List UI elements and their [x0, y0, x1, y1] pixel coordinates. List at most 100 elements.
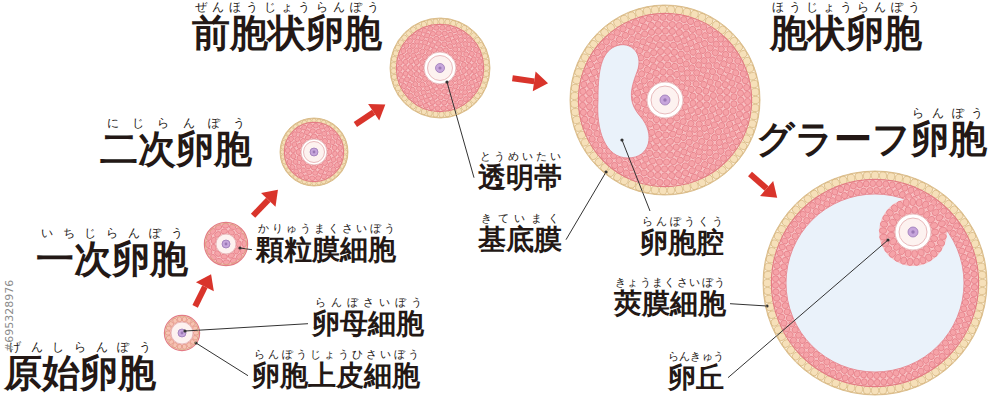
granulosa-cell — [772, 289, 779, 295]
granulosa-cell — [707, 112, 715, 120]
follicle-node: らんぽうグラーフ卵胞 — [763, 171, 987, 395]
granulosa-cell — [286, 141, 292, 147]
granulosa-cell — [688, 167, 696, 175]
granulosa-cell — [779, 283, 786, 289]
granulosa-cell — [429, 99, 435, 105]
zona-pellucida — [895, 214, 931, 250]
granulosa-cell — [436, 90, 442, 95]
granulosa-cell — [442, 31, 448, 36]
granulosa-cell — [318, 124, 324, 130]
granulosa-cell — [744, 91, 751, 98]
granulosa-cell — [731, 94, 737, 101]
granulosa-cell — [436, 100, 441, 105]
arrow-shaft — [355, 112, 373, 124]
granulosa-layer — [579, 14, 751, 186]
stage-name: 前胞状卵胞 — [192, 14, 382, 54]
cumulus-cell — [881, 239, 890, 247]
arrow-shaft — [195, 287, 205, 307]
granulosa-cell — [655, 28, 662, 35]
granulosa-cell — [743, 84, 750, 91]
granulosa-cell — [586, 89, 593, 96]
granulosa-cell — [303, 174, 309, 180]
granulosa-cell — [463, 51, 470, 58]
granulosa-cell — [880, 372, 886, 379]
granulosa-cell — [860, 371, 867, 378]
granulosa-cell — [881, 379, 887, 386]
stage-name: 二次卵胞 — [100, 130, 252, 170]
granulosa-cell — [653, 15, 660, 22]
granulosa-cell — [856, 181, 863, 188]
granulosa-cell — [433, 25, 439, 30]
granulosa-cell — [642, 177, 650, 184]
oocyte-nucleus — [436, 64, 445, 73]
granulosa-cell — [667, 138, 674, 145]
granulosa-cell — [675, 171, 682, 178]
granulosa-cell — [963, 293, 970, 300]
stage-heading: にじらんぽう二次卵胞 — [100, 116, 252, 170]
granulosa-cell — [404, 53, 410, 60]
antrum — [786, 194, 964, 372]
granulosa-cell — [675, 164, 682, 171]
granulosa-cell — [966, 309, 974, 316]
granulosa-cell — [664, 62, 671, 69]
granulosa-cell — [690, 100, 697, 107]
granulosa-cell — [437, 84, 442, 89]
granulosa-cell — [467, 63, 472, 69]
granulosa-cell — [669, 130, 677, 137]
granulosa-cell — [730, 86, 737, 93]
oocyte — [304, 142, 325, 163]
granulosa-cell — [165, 331, 170, 335]
granulosa-cell — [880, 187, 886, 194]
theca-cell — [667, 186, 675, 195]
granulosa-cell — [874, 379, 880, 385]
leader-dot — [238, 246, 241, 249]
granulosa-cell — [477, 58, 483, 64]
granulosa-cell — [634, 32, 642, 40]
granulosa-cell — [434, 36, 440, 41]
granulosa-cell — [306, 170, 312, 176]
granulosa-cell — [663, 159, 669, 165]
granulosa-cell — [640, 100, 647, 107]
granulosa-cell — [656, 42, 663, 49]
granulosa-cell — [223, 260, 230, 265]
granulosa-cell — [744, 105, 751, 112]
granulosa-cell — [579, 102, 586, 109]
follicle-border — [391, 19, 490, 118]
granulosa-cell — [731, 101, 737, 108]
granulosa-cell — [968, 258, 975, 265]
oocyte-nucleus — [310, 148, 318, 156]
granulosa-cell — [579, 88, 586, 95]
granulosa-cell — [461, 68, 466, 74]
granulosa-cell — [312, 170, 318, 175]
granulosa-cell — [673, 15, 680, 22]
granulosa-cell — [677, 177, 684, 184]
follicle-figure — [280, 118, 348, 186]
granulosa-cell — [737, 90, 744, 97]
granulosa-cell — [657, 48, 664, 55]
granulosa-cell — [664, 48, 671, 54]
granulosa-cell — [854, 377, 861, 384]
zona-pellucida — [301, 139, 327, 165]
granulosa-cell — [715, 108, 722, 115]
granulosa-cell — [724, 95, 730, 101]
granulosa-cell — [649, 157, 656, 164]
granulosa-cell — [332, 151, 337, 157]
granulosa-cell — [886, 188, 893, 195]
granulosa-cell — [640, 93, 647, 100]
granulosa-cell — [580, 81, 587, 88]
granulosa-cell — [338, 151, 343, 157]
granulosa-cell — [666, 145, 673, 152]
granulosa-cell — [886, 371, 893, 378]
progress-arrow — [195, 274, 214, 306]
granulosa-cell — [683, 97, 689, 103]
granulosa-cell — [670, 42, 677, 49]
cumulus-cell — [907, 258, 913, 266]
granulosa-cell — [406, 81, 413, 88]
granulosa-cell — [674, 150, 681, 157]
granulosa-cell — [775, 256, 782, 263]
granulosa-cell — [684, 176, 692, 184]
granulosa-cell — [652, 144, 659, 151]
granulosa-cell — [649, 42, 656, 49]
